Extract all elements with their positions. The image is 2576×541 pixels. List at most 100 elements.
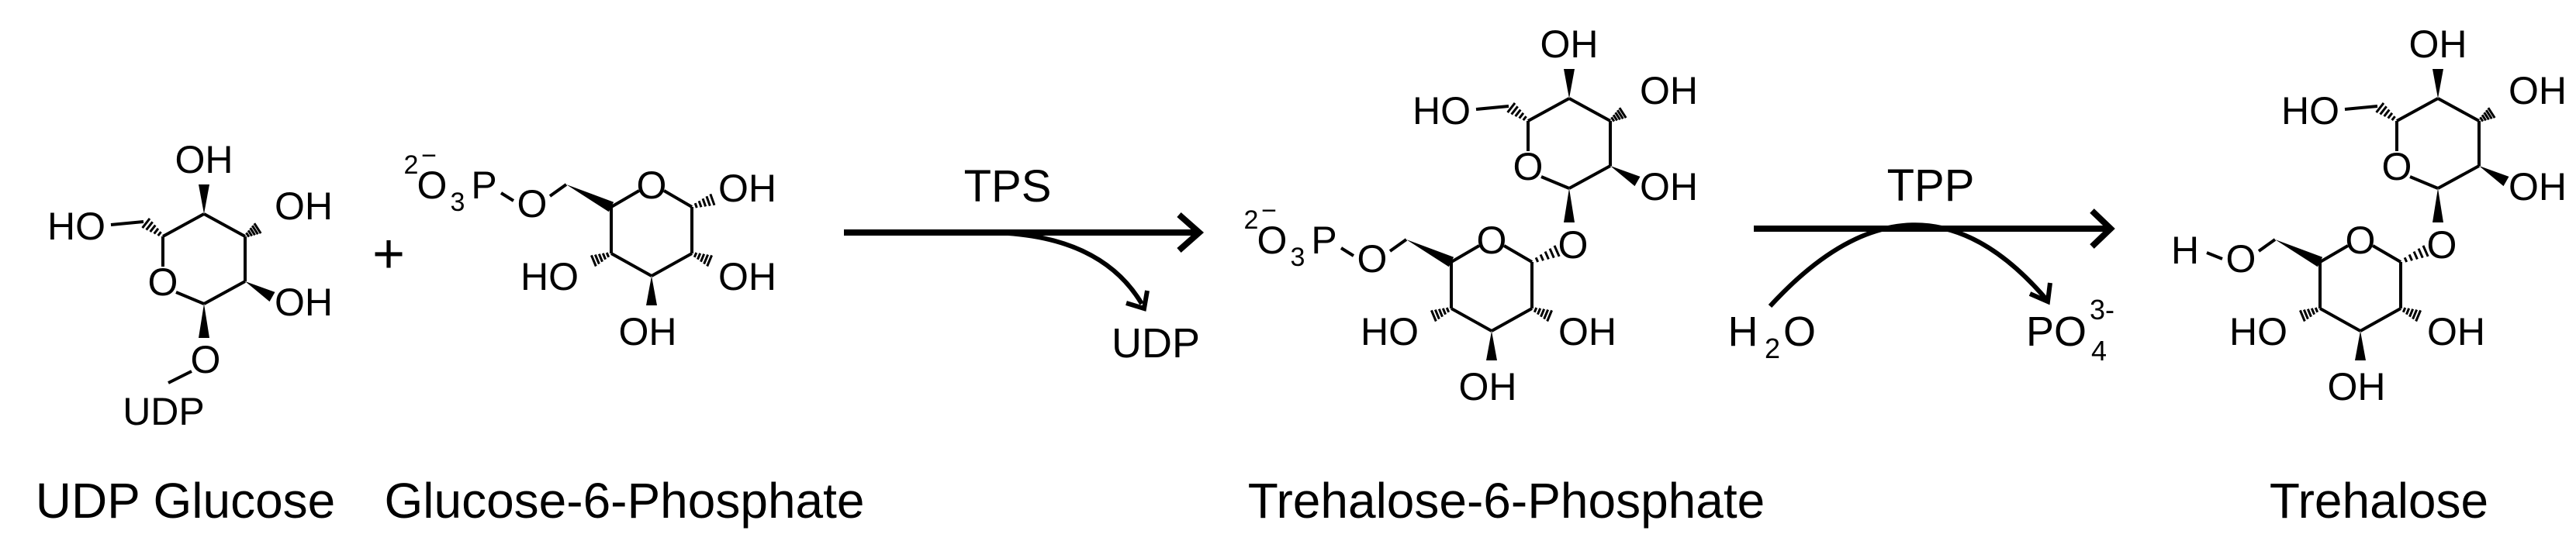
caption-trehalose: Trehalose: [2270, 473, 2488, 529]
hash-stroke: [1506, 102, 1516, 113]
wedge-bond-c5-c6: [2275, 239, 2323, 267]
ch2-oh-bond: [1475, 105, 1509, 111]
hydroxyl-label-c2: OH: [2427, 310, 2485, 353]
hashed-bond-c4: [590, 252, 610, 267]
phosphate-ion-po: PO: [2026, 308, 2087, 355]
water-h: H: [1728, 308, 1758, 355]
hydroxyl-label-c2: OH: [718, 255, 776, 298]
ring-bond: [2396, 97, 2439, 122]
wedge-bond-c2: [1610, 166, 1641, 187]
ch2-oh-bond: [2344, 105, 2378, 111]
phosphorus-label: P: [1311, 219, 1336, 262]
tps-arrow-head: [1177, 212, 1205, 253]
hashed-bond-c5: [2375, 102, 2396, 121]
hash-stroke: [1543, 308, 1550, 320]
ring-oxygen-label: O: [2382, 145, 2412, 188]
hash-stroke: [2405, 308, 2411, 315]
hash-stroke: [253, 222, 262, 234]
hash-stroke: [703, 253, 710, 265]
hash-stroke: [2487, 107, 2496, 119]
hash-stroke: [2417, 248, 2424, 259]
tpp-reaction-arrow: TPP H 2 O PO 4 3-: [1728, 160, 2115, 367]
glycosidic-oxygen-label: O: [2427, 223, 2457, 267]
hash-stroke: [251, 225, 259, 235]
hash-stroke: [700, 253, 706, 263]
hydroxyl-label-c6: HO: [2281, 89, 2339, 133]
hash-stroke: [1518, 112, 1525, 119]
hash-stroke: [1430, 309, 1437, 322]
hashed-bond-c3: [245, 222, 262, 238]
hash-stroke: [2483, 112, 2490, 121]
hash-stroke: [157, 231, 162, 236]
hash-stroke: [601, 253, 607, 260]
hash-stroke: [1616, 109, 1624, 119]
hash-stroke: [706, 254, 713, 267]
hydroxyl-label-c2: OH: [1640, 165, 1698, 208]
hydroxyl-label-c3: OH: [1459, 365, 1517, 408]
ring-bond: [2409, 175, 2439, 190]
enzyme-label-tpp: TPP: [1887, 160, 1975, 211]
hydroxyl-label-c4: OH: [175, 138, 233, 181]
hash-stroke: [2306, 308, 2312, 318]
hash-stroke: [2299, 309, 2306, 322]
hashed-bond-c2: [693, 252, 713, 267]
hydroxyl-label-c4: OH: [1540, 22, 1599, 66]
hashed-bond-c1: [693, 193, 716, 208]
ring-bond: [175, 291, 205, 305]
tps-reaction-arrow: TPS UDP: [844, 161, 1205, 367]
hash-stroke: [2387, 112, 2394, 119]
hydroxyl-label-c4: HO: [520, 255, 579, 298]
glycosidic-oxygen-label: O: [1558, 223, 1589, 267]
hash-stroke: [2422, 245, 2429, 257]
ring-bond: [2437, 164, 2480, 190]
enzyme-label-tps: TPS: [964, 161, 1052, 212]
h-o-bond: [2206, 251, 2223, 260]
wedge-bond-c4: [199, 184, 209, 214]
hash-stroke: [2302, 308, 2309, 320]
hash-stroke: [1553, 245, 1561, 257]
hash-stroke: [1445, 307, 1451, 313]
ring-bond: [610, 189, 641, 208]
phosphate-ion-charge: 3-: [2090, 294, 2114, 326]
hash-stroke: [2310, 308, 2315, 315]
phosphate-subscript: 3: [1291, 243, 1305, 272]
ring-bond: [2318, 244, 2350, 264]
hashed-bond-c5: [141, 218, 162, 236]
hash-stroke: [145, 221, 154, 231]
hash-stroke: [697, 200, 703, 208]
hydroxyl-label-c3: OH: [619, 310, 677, 353]
caption-udp-glucose: UDP Glucose: [36, 473, 336, 529]
hash-stroke: [1441, 308, 1447, 315]
hash-stroke: [1544, 250, 1550, 260]
hashed-bond-c4: [1430, 307, 1451, 322]
hashed-bond-c4: [2299, 307, 2319, 322]
caption-trehalose-6-phosphate: Trehalose-6-Phosphate: [1248, 473, 1765, 529]
hash-stroke: [1610, 116, 1616, 122]
hydroxyl-label-c3: OH: [2509, 69, 2567, 112]
hash-stroke: [1533, 307, 1538, 313]
hydroxyl-label-c3: OH: [1640, 69, 1698, 112]
glycosidic-oxygen-label: O: [191, 338, 221, 381]
hash-stroke: [1540, 308, 1546, 318]
hashed-bond-c3: [2479, 107, 2496, 122]
hashed-bond-c5: [1506, 102, 1527, 121]
phosphate-charge-sign: −: [1261, 196, 1277, 226]
ring-bond: [2360, 307, 2401, 333]
hash-stroke: [249, 227, 256, 236]
hydroxyl-label-c6: HO: [47, 205, 105, 248]
hashed-bond-c1-glycosidic: [1534, 245, 1561, 263]
wedge-bond-c4: [1564, 69, 1575, 98]
hash-stroke: [153, 227, 160, 235]
ring-bond: [203, 212, 246, 238]
hash-stroke: [709, 193, 716, 206]
hash-stroke: [2314, 307, 2319, 313]
hydroxyl-label-c1: OH: [718, 167, 776, 210]
c6-oxygen-bond: [548, 183, 568, 198]
ring-oxygen-label: O: [148, 260, 178, 304]
hashed-bond-c2: [2401, 307, 2422, 322]
wedge-bond-c1: [1564, 188, 1575, 222]
hydroxyl-label-c3: OH: [2328, 365, 2386, 408]
hash-stroke: [705, 195, 711, 207]
wedge-bond-c3: [646, 276, 657, 305]
